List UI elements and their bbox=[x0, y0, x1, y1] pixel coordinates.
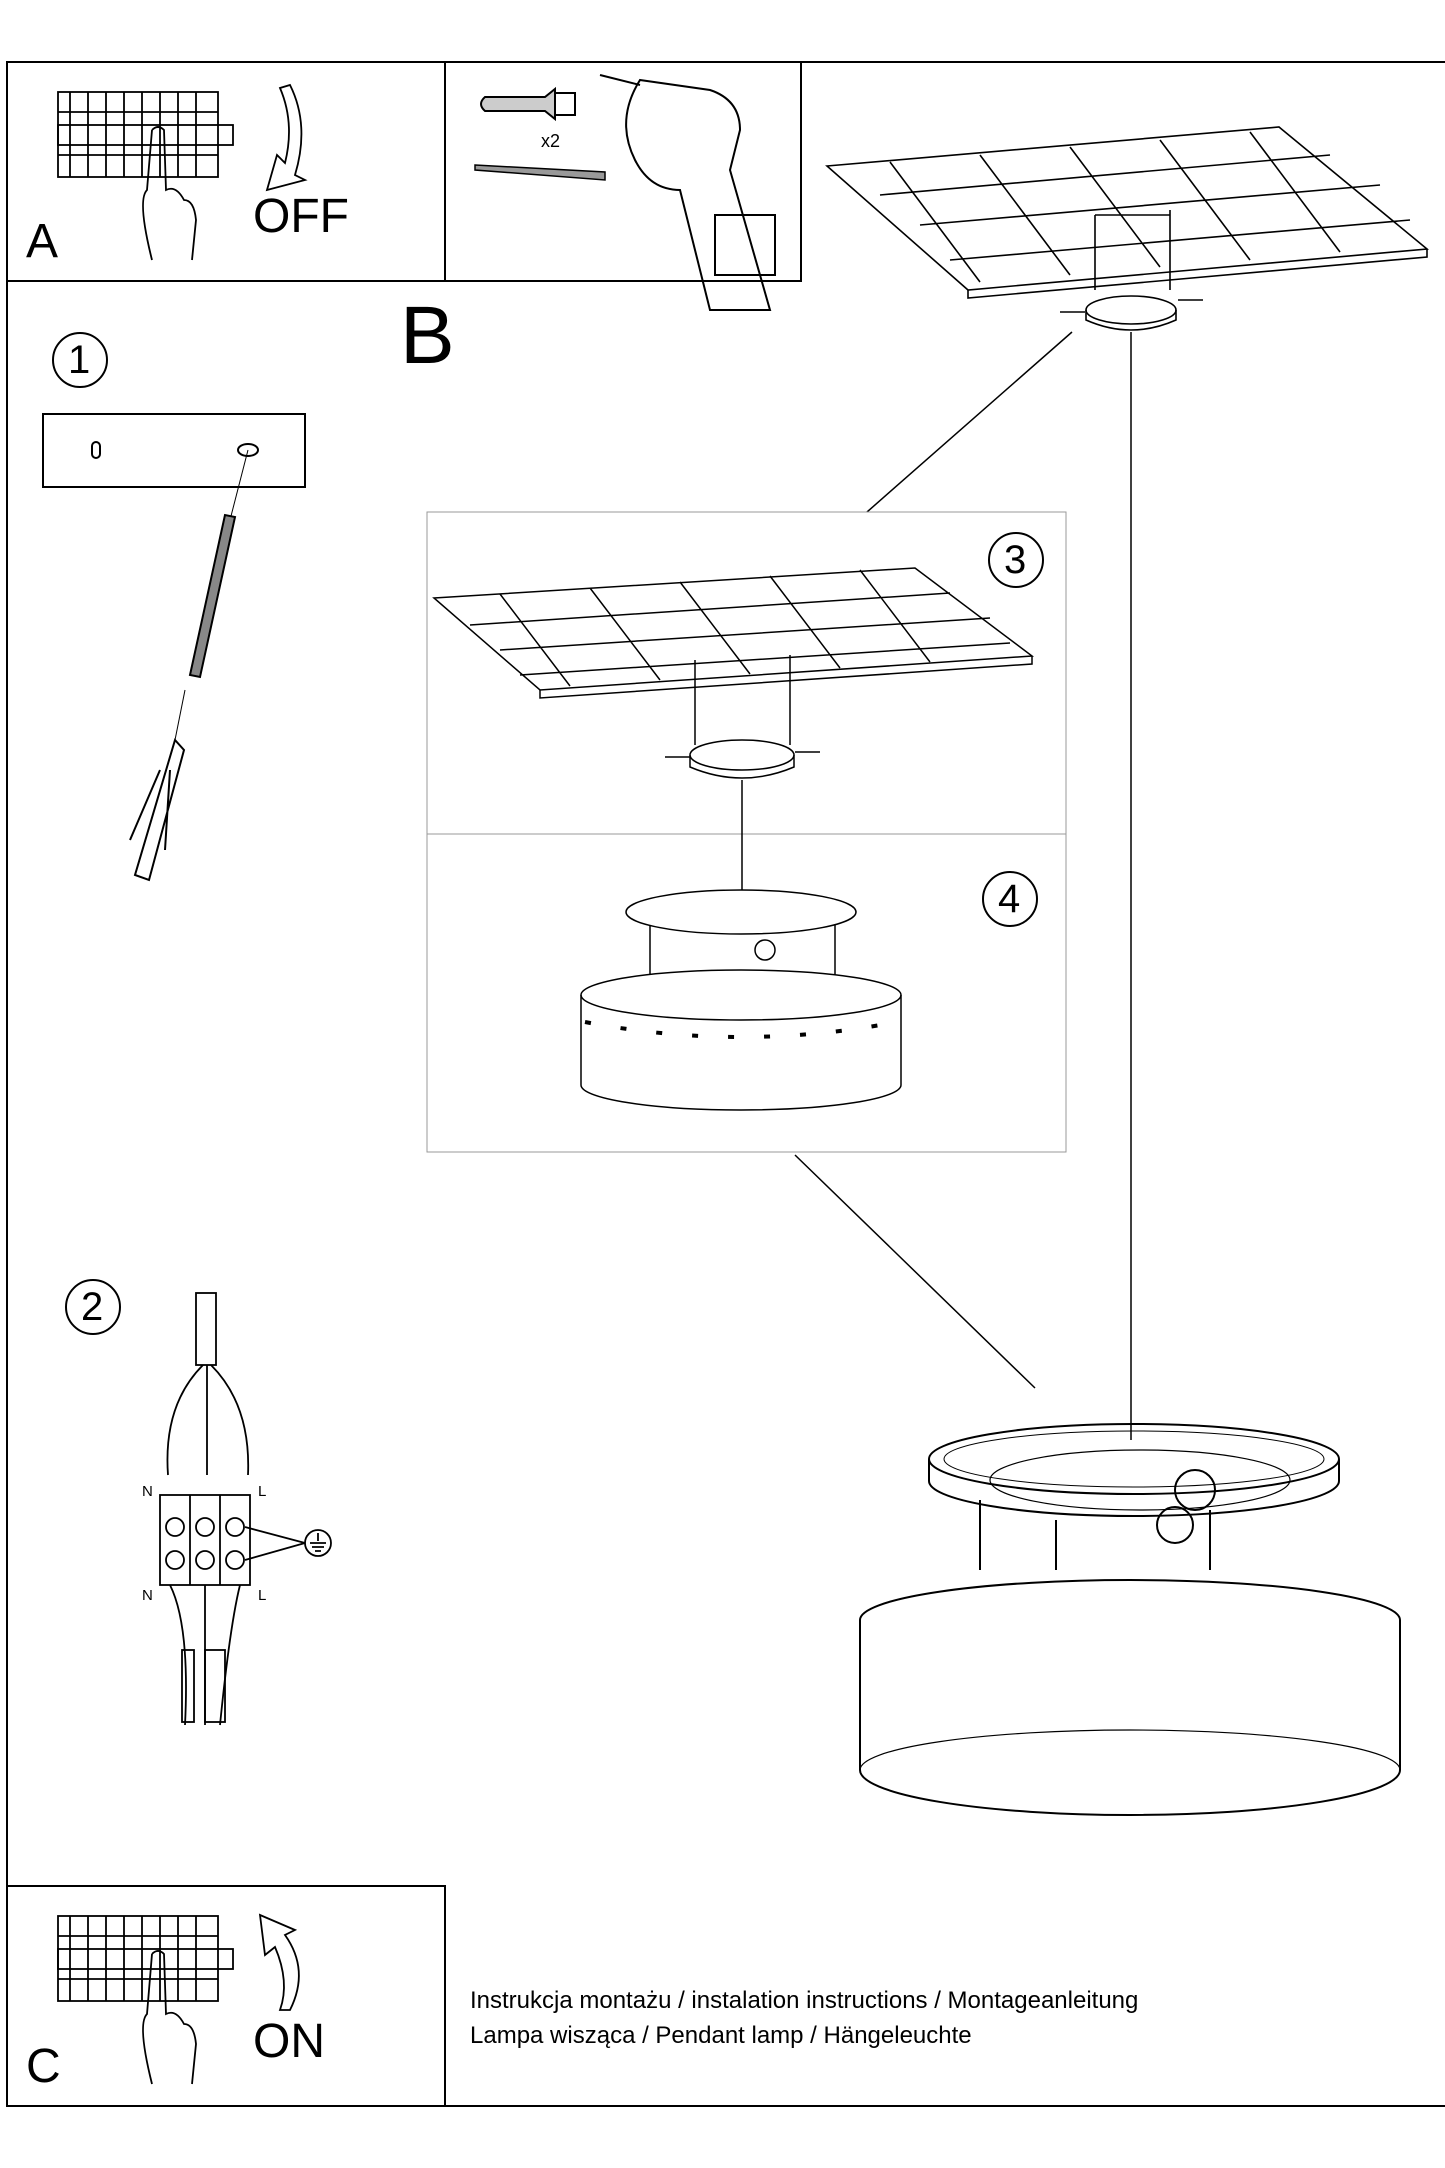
caption-instructions: Instrukcja montażu / instalation instruc… bbox=[470, 1987, 1139, 2014]
ceiling-plate-top bbox=[825, 126, 1430, 331]
inset-lamp bbox=[580, 889, 902, 1111]
step-1-circle bbox=[52, 332, 108, 388]
on-label: ON bbox=[253, 2015, 325, 2068]
screw-icon bbox=[474, 164, 606, 181]
section-a-label: A bbox=[26, 215, 59, 268]
live-bottom-label: L bbox=[258, 1587, 267, 1604]
terminal-block-wiring bbox=[159, 1292, 332, 1726]
callout-line-top bbox=[866, 331, 1073, 513]
neutral-top-label: N bbox=[142, 1483, 153, 1500]
hand-icon-c bbox=[142, 1950, 197, 2085]
wall-bracket-drill-hole bbox=[42, 413, 306, 882]
live-top-label: L bbox=[258, 1483, 267, 1500]
off-label: OFF bbox=[253, 190, 349, 243]
caption-product: Lampa wisząca / Pendant lamp / Hängeleuc… bbox=[470, 2022, 972, 2049]
quantity-label: x2 bbox=[541, 131, 561, 151]
page-frame bbox=[6, 61, 1445, 2107]
breaker-panel-icon-c bbox=[57, 1915, 234, 2002]
drill-icon bbox=[599, 74, 776, 311]
step-1-number: 1 bbox=[68, 338, 91, 382]
step-4-number: 4 bbox=[998, 877, 1021, 921]
step-3-number: 3 bbox=[1004, 538, 1027, 582]
arrow-up-icon bbox=[258, 1913, 300, 2011]
arrow-down-icon bbox=[265, 83, 308, 192]
step-4-circle bbox=[982, 871, 1038, 927]
neutral-bottom-label: N bbox=[142, 1587, 153, 1604]
inset-ceiling-plate bbox=[432, 567, 1035, 890]
step-2-circle bbox=[65, 1279, 121, 1335]
wall-plug-icon bbox=[480, 86, 576, 122]
section-b-label: B bbox=[400, 290, 455, 381]
breaker-panel-icon bbox=[57, 91, 234, 178]
detail-inset bbox=[426, 511, 1067, 1153]
earth-ground-icon bbox=[304, 1529, 332, 1557]
callout-line-bottom bbox=[794, 1154, 1036, 1389]
step-2-number: 2 bbox=[81, 1285, 104, 1329]
section-c-label: C bbox=[26, 2040, 61, 2093]
step-3-circle bbox=[988, 532, 1044, 588]
pendant-lamp bbox=[859, 1423, 1401, 1816]
hand-icon bbox=[142, 126, 197, 261]
